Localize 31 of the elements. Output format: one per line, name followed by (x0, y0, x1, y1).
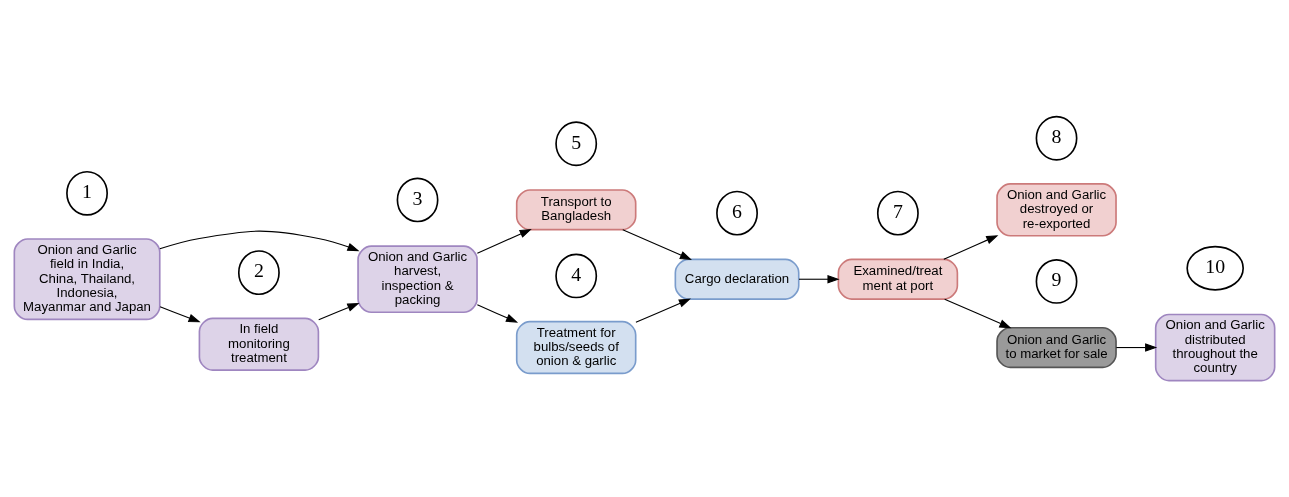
arrow (635, 298, 691, 323)
node-box: Examined/treat ment at port (837, 258, 959, 300)
arrow (1115, 343, 1158, 352)
node-circle: 2 (237, 250, 280, 296)
node-circle: 1 (66, 170, 108, 216)
node-box: In field monitoring treatment (198, 317, 320, 371)
node-circle: 6 (716, 190, 758, 236)
node-circle: 3 (396, 177, 439, 223)
node-box: Onion and Garlic to market for sale (996, 326, 1117, 369)
arrow (943, 235, 999, 260)
arrow (318, 302, 360, 321)
node-circle: 7 (876, 190, 919, 236)
arrow (798, 275, 840, 284)
node-ellipse: 10 (1186, 245, 1244, 291)
node-box: Transport to Bangladesh (515, 189, 637, 231)
arrow (944, 298, 1012, 329)
arrow (476, 304, 519, 323)
node-box: Onion and Garlic field in India, China, Thailand, Indonesia, Mayanmar and Japan (13, 238, 161, 321)
arrow (159, 230, 360, 252)
node-circle: 5 (555, 121, 598, 167)
arrow (622, 229, 692, 260)
node-box: Onion and Garlic distributed throughout the country (1154, 313, 1276, 382)
arrow (159, 306, 201, 323)
node-box: Onion and Garlic destroyed or re-exported (996, 183, 1117, 237)
node-circle: 4 (555, 253, 598, 299)
node-box: Treatment for bulbs/seeds of onion & garlic (515, 320, 637, 375)
node-box: Onion and Garlic harvest, inspection & packing (357, 245, 478, 314)
arrow (476, 229, 532, 254)
node-circle: 8 (1035, 115, 1078, 161)
node-box: Cargo declaration (674, 258, 800, 300)
node-circle: 9 (1035, 259, 1078, 304)
